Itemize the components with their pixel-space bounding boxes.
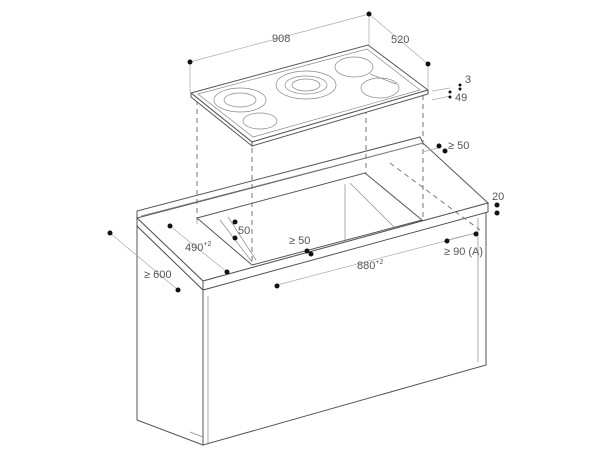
dimension-points	[107, 11, 500, 293]
dimension-lines	[109, 13, 477, 291]
cooking-zone	[242, 112, 278, 130]
cooking-zone	[213, 87, 267, 113]
cutout-width-tolerance: +2	[375, 259, 383, 266]
side-clearance-label: ≥ 90 (A)	[444, 246, 483, 258]
cabinet	[136, 211, 487, 446]
cutout-depth-value: 490	[185, 242, 203, 254]
rear-clearance-label: ≥ 50	[448, 140, 469, 152]
cutout-depth-label: 490+2	[185, 241, 211, 254]
cooktop	[189, 44, 430, 148]
cooktop-depth-label: 520	[391, 34, 409, 46]
cutout-depth-tolerance: +2	[203, 241, 211, 248]
counter-depth-label: ≥ 600	[144, 269, 171, 281]
cutout-width-label: 880+2	[357, 259, 383, 272]
cooking-zone-oval	[334, 56, 400, 99]
countertop-thickness-label: 20	[492, 191, 504, 203]
front-clearance-label: ≥ 50	[289, 235, 310, 247]
cutout-width-value: 880	[357, 260, 375, 272]
countertop-cutout	[195, 172, 424, 266]
glass-thickness-label: 3	[465, 74, 471, 86]
cooking-zone	[275, 70, 337, 100]
support-label: 50	[238, 225, 250, 237]
installed-height-label: 49	[455, 92, 467, 104]
cooktop-width-label: 908	[272, 33, 290, 45]
